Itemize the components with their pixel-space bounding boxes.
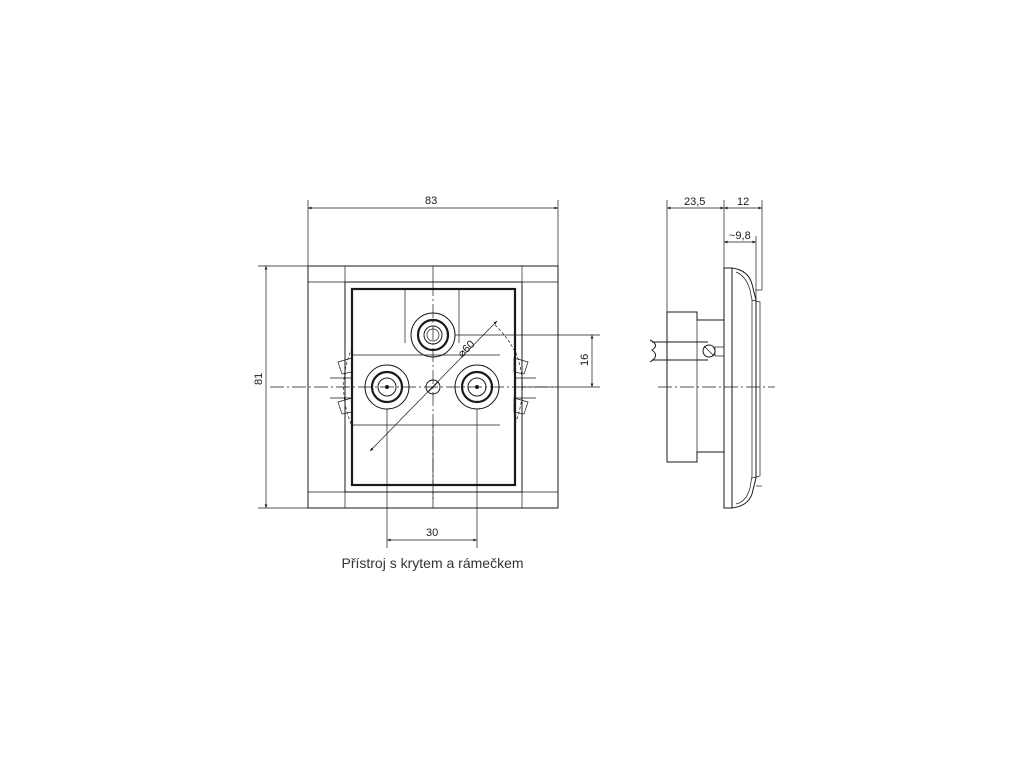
cable — [649, 339, 725, 363]
connector-right — [454, 364, 500, 410]
mounting-circle-right-top — [494, 324, 515, 351]
dim-offset: 16 — [455, 334, 600, 388]
dim-protrusion-label: ~9,8 — [729, 230, 751, 242]
dim-width: 83 — [307, 195, 559, 266]
dim-depth: 23,5 12 — [666, 196, 763, 312]
side-view: 23,5 12 ~9,8 — [649, 196, 775, 509]
cover-profile — [731, 267, 757, 509]
mounting-circle-left — [343, 347, 353, 427]
dim-height-label: 81 — [253, 373, 265, 385]
side-claws — [330, 357, 536, 415]
plate-profile — [723, 267, 733, 509]
drawing-caption: Přístroj s krytem a rámečkem — [341, 555, 524, 571]
dim-width-label: 83 — [425, 195, 437, 207]
dim-spacing: 30 — [386, 409, 478, 548]
dim-offset-label: 16 — [579, 354, 591, 366]
dim-cover-label: 12 — [737, 196, 749, 208]
dim-height: 81 — [253, 265, 308, 509]
connector-left — [364, 364, 410, 410]
front-view: ⌀60 83 81 16 30 — [253, 195, 600, 548]
diameter-line — [369, 320, 498, 452]
dim-depth-label: 23,5 — [684, 196, 705, 208]
dim-protrusion: ~9,8 — [724, 230, 757, 300]
dim-spacing-label: 30 — [426, 527, 438, 539]
